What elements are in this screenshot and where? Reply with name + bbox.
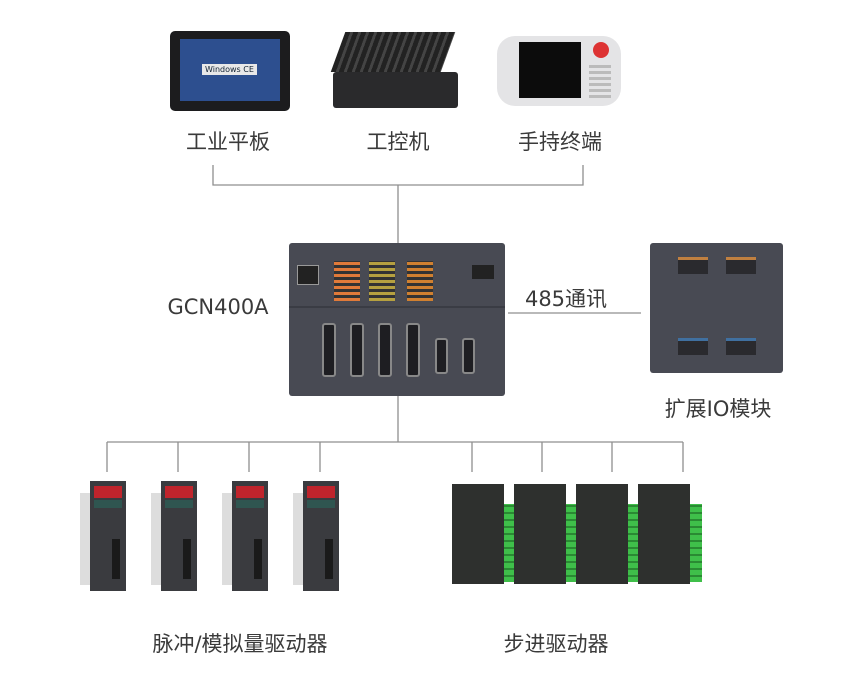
stepper-drives-label: 步进驱动器 bbox=[503, 632, 609, 656]
tablet-label: 工业平板 bbox=[186, 130, 270, 154]
gcn400a-controller-image bbox=[289, 243, 505, 396]
industrial-pc-image bbox=[330, 32, 458, 108]
handheld-label: 手持终端 bbox=[518, 130, 602, 154]
servo-drive-image bbox=[293, 481, 341, 591]
ipc-label: 工控机 bbox=[366, 130, 430, 154]
link-485-label: 485通讯 bbox=[524, 287, 608, 311]
industrial-tablet-image: Windows CE bbox=[170, 31, 290, 111]
servo-drives-label: 脉冲/模拟量驱动器 bbox=[152, 632, 328, 656]
tablet-screen-text: Windows CE bbox=[202, 64, 257, 75]
stepper-drive-image bbox=[638, 484, 702, 584]
io-module-image bbox=[650, 243, 783, 373]
servo-drive-image bbox=[222, 481, 270, 591]
stepper-drive-image bbox=[576, 484, 640, 584]
stepper-drive-image bbox=[452, 484, 516, 584]
handheld-terminal-image bbox=[497, 36, 621, 106]
io-module-label: 扩展IO模块 bbox=[664, 397, 772, 421]
servo-drive-image bbox=[80, 481, 128, 591]
servo-drive-image bbox=[151, 481, 199, 591]
controller-label: GCN400A bbox=[167, 295, 269, 319]
stepper-drive-image bbox=[514, 484, 578, 584]
